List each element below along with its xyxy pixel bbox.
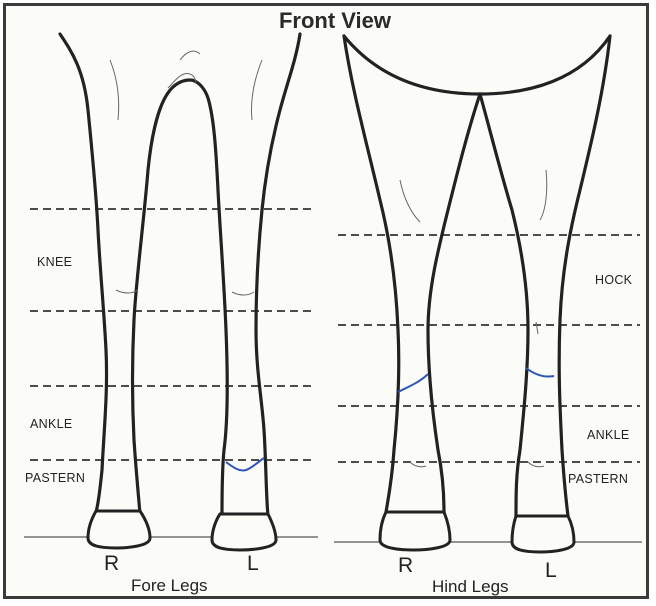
hind-hock-label: HOCK (595, 273, 633, 287)
hind-outer-right (344, 36, 399, 512)
hind-ankle-label: ANKLE (587, 428, 630, 442)
diagram-title: Front View (279, 8, 392, 33)
hind-muscle-l (540, 170, 547, 220)
hind-inner-right (428, 94, 480, 512)
fore-pastern-label: PASTERN (25, 471, 85, 485)
fore-legs-drawing (60, 34, 300, 550)
hind-caption: Hind Legs (432, 577, 509, 596)
fore-knee-label: KNEE (37, 255, 72, 269)
fore-right-hoof (88, 511, 150, 548)
hind-right-hoof (380, 512, 450, 550)
fore-body-outline (60, 34, 107, 512)
hind-left-hoof (512, 516, 574, 552)
fore-right-side-label: R (104, 552, 119, 575)
hind-hock-mark (536, 322, 538, 334)
hind-left-marking (526, 368, 554, 377)
fore-chest-inner (133, 80, 228, 514)
fore-ankle-label: ANKLE (30, 417, 73, 431)
hind-right-side-label: R (398, 554, 413, 577)
hind-left-side-label: L (545, 559, 557, 582)
hind-pastern-label: PASTERN (568, 472, 628, 486)
fore-shoulder-left (110, 60, 119, 120)
hind-belly-arc (344, 36, 610, 94)
fore-shoulder-right (251, 60, 262, 120)
hind-muscle-r (400, 180, 420, 222)
fore-body-outline-left (256, 34, 300, 516)
fore-left-hoof (212, 514, 276, 550)
fore-knee-detail-l (232, 292, 254, 295)
fore-left-side-label: L (247, 552, 259, 575)
hind-right-marking (398, 374, 428, 392)
fore-caption: Fore Legs (131, 576, 208, 595)
hind-inner-left (480, 94, 528, 516)
